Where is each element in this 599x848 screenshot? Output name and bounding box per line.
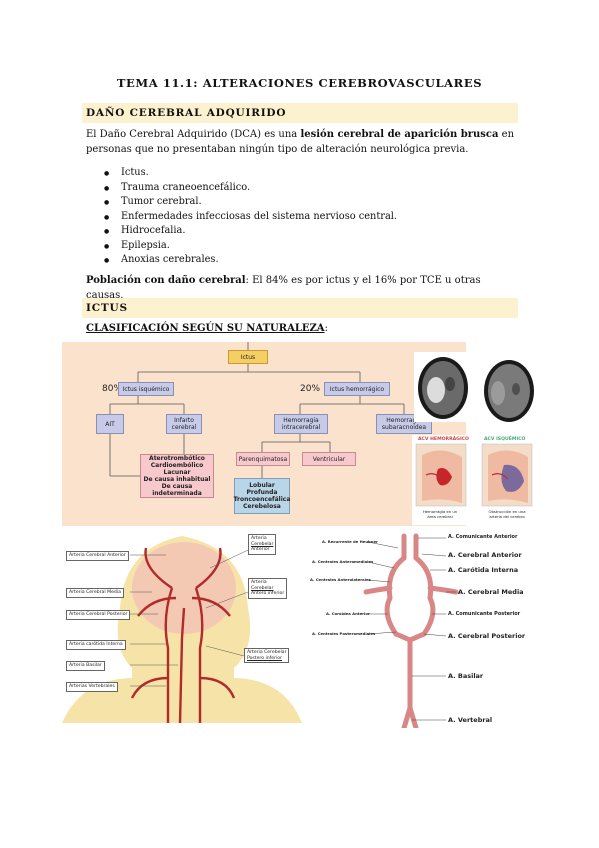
subheading-text: CLASIFICACIÓN SEGÚN SU NATURALEZA: [86, 323, 325, 334]
head-label-cerebral-media: Arteria Cerebral Media: [66, 588, 124, 598]
ct-scan-ischemic: [480, 355, 538, 425]
head-label-line: Cerebelar: [251, 541, 274, 547]
flow-box-lobular: Lobular Profunda Troncoencefálica Cerebe…: [234, 478, 290, 514]
willis-label-posteromediales: A. Centrales Posteromediales: [312, 631, 376, 636]
head-arteries-illustration: Arteria Cerebral Anterior Arteria Cerebr…: [62, 528, 302, 723]
head-label-line: Antero inferior: [251, 591, 285, 596]
lobular-item: Troncoencefálica: [233, 496, 291, 503]
head-label-line: Postero inferior: [247, 655, 282, 661]
list-item: Ictus.: [104, 166, 397, 181]
section-heading-dca: DAÑO CEREBRAL ADQUIRIDO: [82, 103, 518, 123]
lobular-item: Cerebelosa: [243, 503, 281, 510]
willis-circle-drawing: [363, 533, 459, 728]
population-label: Población con daño cerebral: [86, 275, 246, 286]
list-item: Epilepsia.: [104, 239, 397, 253]
flow-box-ait: AIT: [96, 414, 124, 434]
lobular-item: Lobular: [249, 482, 275, 489]
section-heading-ictus: ICTUS: [82, 298, 518, 318]
head-label-line: Arteria: [251, 536, 267, 541]
cause-item: De causa inhabitual: [143, 476, 211, 483]
classification-subheading: CLASIFICACIÓN SEGÚN SU NATURALEZA:: [86, 323, 328, 334]
flow-box-infarto: Infarto cerebral: [166, 414, 202, 434]
acv-isq-caption: Obstrucción en una arteria del cerebro: [488, 509, 526, 519]
causes-list: Ictus. Trauma craneoencefálico. Tumor ce…: [104, 166, 397, 268]
head-label-line: Cerebelar: [251, 585, 274, 591]
willis-label-comunicante-posterior: A. Comunicante Posterior: [448, 611, 521, 617]
head-label-cerebelar-anterior: Arteria Cerebelar Anterior: [248, 534, 277, 555]
flow-box-parenquimatosa: Parenquimatosa: [236, 452, 290, 466]
flow-box-hem-intra: Hemorragia intracerebral: [274, 414, 328, 434]
ct-scan-hemorrhagic: [414, 352, 472, 422]
willis-label-coroidea: A. Coroidea Anterior: [326, 611, 370, 616]
list-item: Anoxias cerebrales.: [104, 253, 397, 268]
intro-text-bold: lesión cerebral de aparición brusca: [300, 129, 499, 140]
lobular-item: Profunda: [246, 489, 278, 496]
willis-label-cerebral-media: A. Cerebral Media: [458, 588, 524, 596]
flow-pct-isquemico: 80%: [102, 384, 123, 394]
intro-text-c: en personas que no presentaban ningún ti…: [86, 129, 515, 155]
head-label-cerebral-anterior: Arteria Cerebral Anterior: [66, 551, 129, 561]
willis-label-vertebral: A. Vertebral: [448, 716, 493, 724]
subheading-suffix: :: [324, 323, 328, 334]
list-item: Hidrocefalia.: [104, 224, 397, 239]
population-text: : El 84% es por ictus y el 16% por TCE u…: [86, 275, 481, 301]
head-label-cerebral-posterior: Arteria Cerebral Posterior: [66, 610, 131, 620]
willis-label-carotida-interna: A. Carótida Interna: [448, 566, 519, 574]
head-label-line: Arteria Cerebelar: [247, 650, 287, 655]
willis-label-anterolaterales: A. Centrales Anterolaterales: [310, 577, 371, 582]
acv-isq-label: ACV ISQUÉMICO: [484, 437, 526, 442]
willis-label-recurrente: A. Recurrente de Heubner: [322, 539, 378, 544]
acv-illustration-panel: ACV HEMORRÁGICO ACV ISQUÉMICO Hemorragia…: [412, 435, 537, 525]
flow-box-hemorragico: Ictus hemorrágico: [324, 382, 390, 396]
head-label-line: Anterior: [251, 547, 270, 552]
willis-label-cerebral-posterior: A. Cerebral Posterior: [448, 632, 526, 640]
willis-label-cerebral-anterior: A. Cerebral Anterior: [448, 551, 522, 559]
head-label-vertebrales: Arterias Vertebrales: [66, 682, 118, 692]
flow-box-isquemico: Ictus isquémico: [118, 382, 174, 396]
page-title: TEMA 11.1: ALTERACIONES CEREBROVASCULARE…: [116, 76, 483, 90]
ct-scan-hemorrhagic-image: [414, 352, 472, 422]
cause-item: Cardioembólico: [150, 462, 204, 469]
acv-hem-label: ACV HEMORRÁGICO: [418, 437, 469, 442]
intro-text-a: El Daño Cerebral Adquirido (DCA) es una: [86, 129, 301, 140]
head-arteries-drawing: [62, 536, 302, 723]
head-label-basilar: Arteria Basilar: [66, 661, 105, 671]
head-label-cerebelar-postero-inferior: Arteria Cerebelar Postero inferior: [244, 648, 290, 663]
flow-pct-hemorragico: 20%: [300, 384, 321, 394]
willis-circle-illustration: A. Recurrente de Heubner A. Centrales An…: [306, 528, 542, 728]
head-label-cerebelar-antero-inferior: Arteria Cerebelar Antero inferior: [248, 578, 288, 599]
cause-item: Aterotrombótico: [149, 455, 205, 462]
acv-hem-caption: Hemorragia en un área cerebral: [422, 509, 458, 519]
flow-box-ventricular: Ventricular: [302, 452, 356, 466]
ct-scan-ischemic-image: [480, 355, 538, 425]
cause-item: Lacunar: [163, 469, 191, 476]
head-label-line: Arteria: [251, 580, 267, 585]
intro-paragraph: El Daño Cerebral Adquirido (DCA) es una …: [86, 127, 516, 157]
willis-label-basilar: A. Basilar: [448, 672, 484, 680]
list-item: Tumor cerebral.: [104, 195, 397, 210]
flowchart-connectors: [109, 342, 405, 478]
flow-box-causes: Aterotrombótico Cardioembólico Lacunar D…: [140, 454, 214, 498]
ictus-flowchart: Ictus 80% 20% Ictus isquémico Ictus hemo…: [62, 342, 466, 526]
list-item: Enfermedades infecciosas del sistema ner…: [104, 210, 397, 224]
list-item: Trauma craneoencefálico.: [104, 181, 397, 195]
willis-label-anteromediales: A. Centrales Anteromediales: [312, 559, 374, 564]
head-label-carotida: Arteria carótida Interna: [66, 640, 126, 650]
population-paragraph: Población con daño cerebral: El 84% es p…: [86, 273, 516, 303]
willis-label-comunicante-anterior: A. Comunicante Anterior: [448, 534, 518, 540]
acv-brain-drawings: [415, 443, 533, 507]
cause-item: De causa indeterminada: [152, 483, 202, 497]
flow-box-ictus: Ictus: [228, 350, 268, 364]
